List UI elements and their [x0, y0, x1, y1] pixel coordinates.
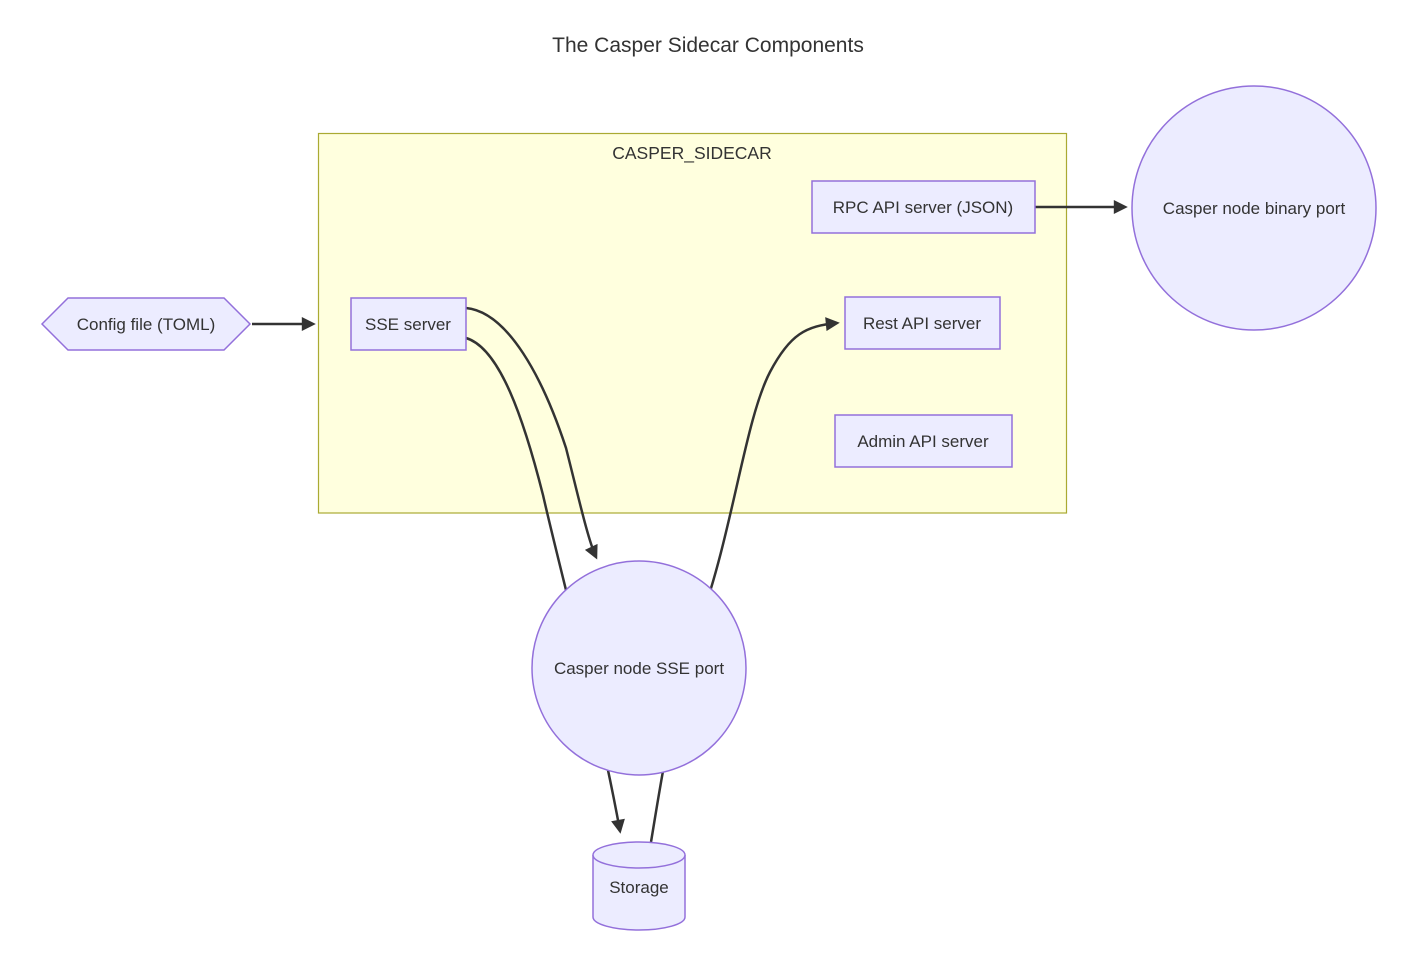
config-file-hexagon: [40, 297, 252, 351]
rpc-api-server-box: [811, 180, 1036, 234]
rest-api-server-label: Rest API server: [863, 314, 981, 333]
node-rpc-api-server: RPC API server (JSON): [811, 180, 1036, 234]
storage-cylinder-body: [592, 855, 686, 931]
edge-sse-server-to-casper-node-sse-port: [465, 306, 598, 560]
node-config-file: Config file (TOML): [40, 297, 252, 351]
node-admin-api-server: Admin API server: [834, 414, 1013, 468]
cluster-label: CASPER_SIDECAR: [612, 143, 772, 164]
storage-label: Storage: [609, 878, 669, 897]
storage-cylinder-top: [592, 841, 686, 869]
rest-api-server-box: [844, 296, 1001, 350]
node-casper-node-binary-port: Casper node binary port: [1131, 85, 1377, 331]
casper-node-sse-port-circle: [531, 560, 747, 776]
node-casper-node-sse-port: Casper node SSE port: [531, 560, 747, 776]
casper-node-sse-port-label: Casper node SSE port: [554, 659, 724, 678]
node-rest-api-server: Rest API server: [844, 296, 1001, 350]
casper-node-binary-port-label: Casper node binary port: [1163, 199, 1346, 218]
casper-node-binary-port-circle: [1131, 85, 1377, 331]
admin-api-server-box: [834, 414, 1013, 468]
sse-server-box: [350, 297, 467, 351]
node-sse-server: SSE server: [350, 297, 467, 351]
admin-api-server-label: Admin API server: [857, 432, 989, 451]
rpc-api-server-label: RPC API server (JSON): [833, 198, 1013, 217]
diagram-title: The Casper Sidecar Components: [552, 34, 864, 57]
sse-server-label: SSE server: [365, 315, 451, 334]
config-file-label: Config file (TOML): [77, 315, 216, 334]
node-storage: Storage: [592, 841, 686, 931]
